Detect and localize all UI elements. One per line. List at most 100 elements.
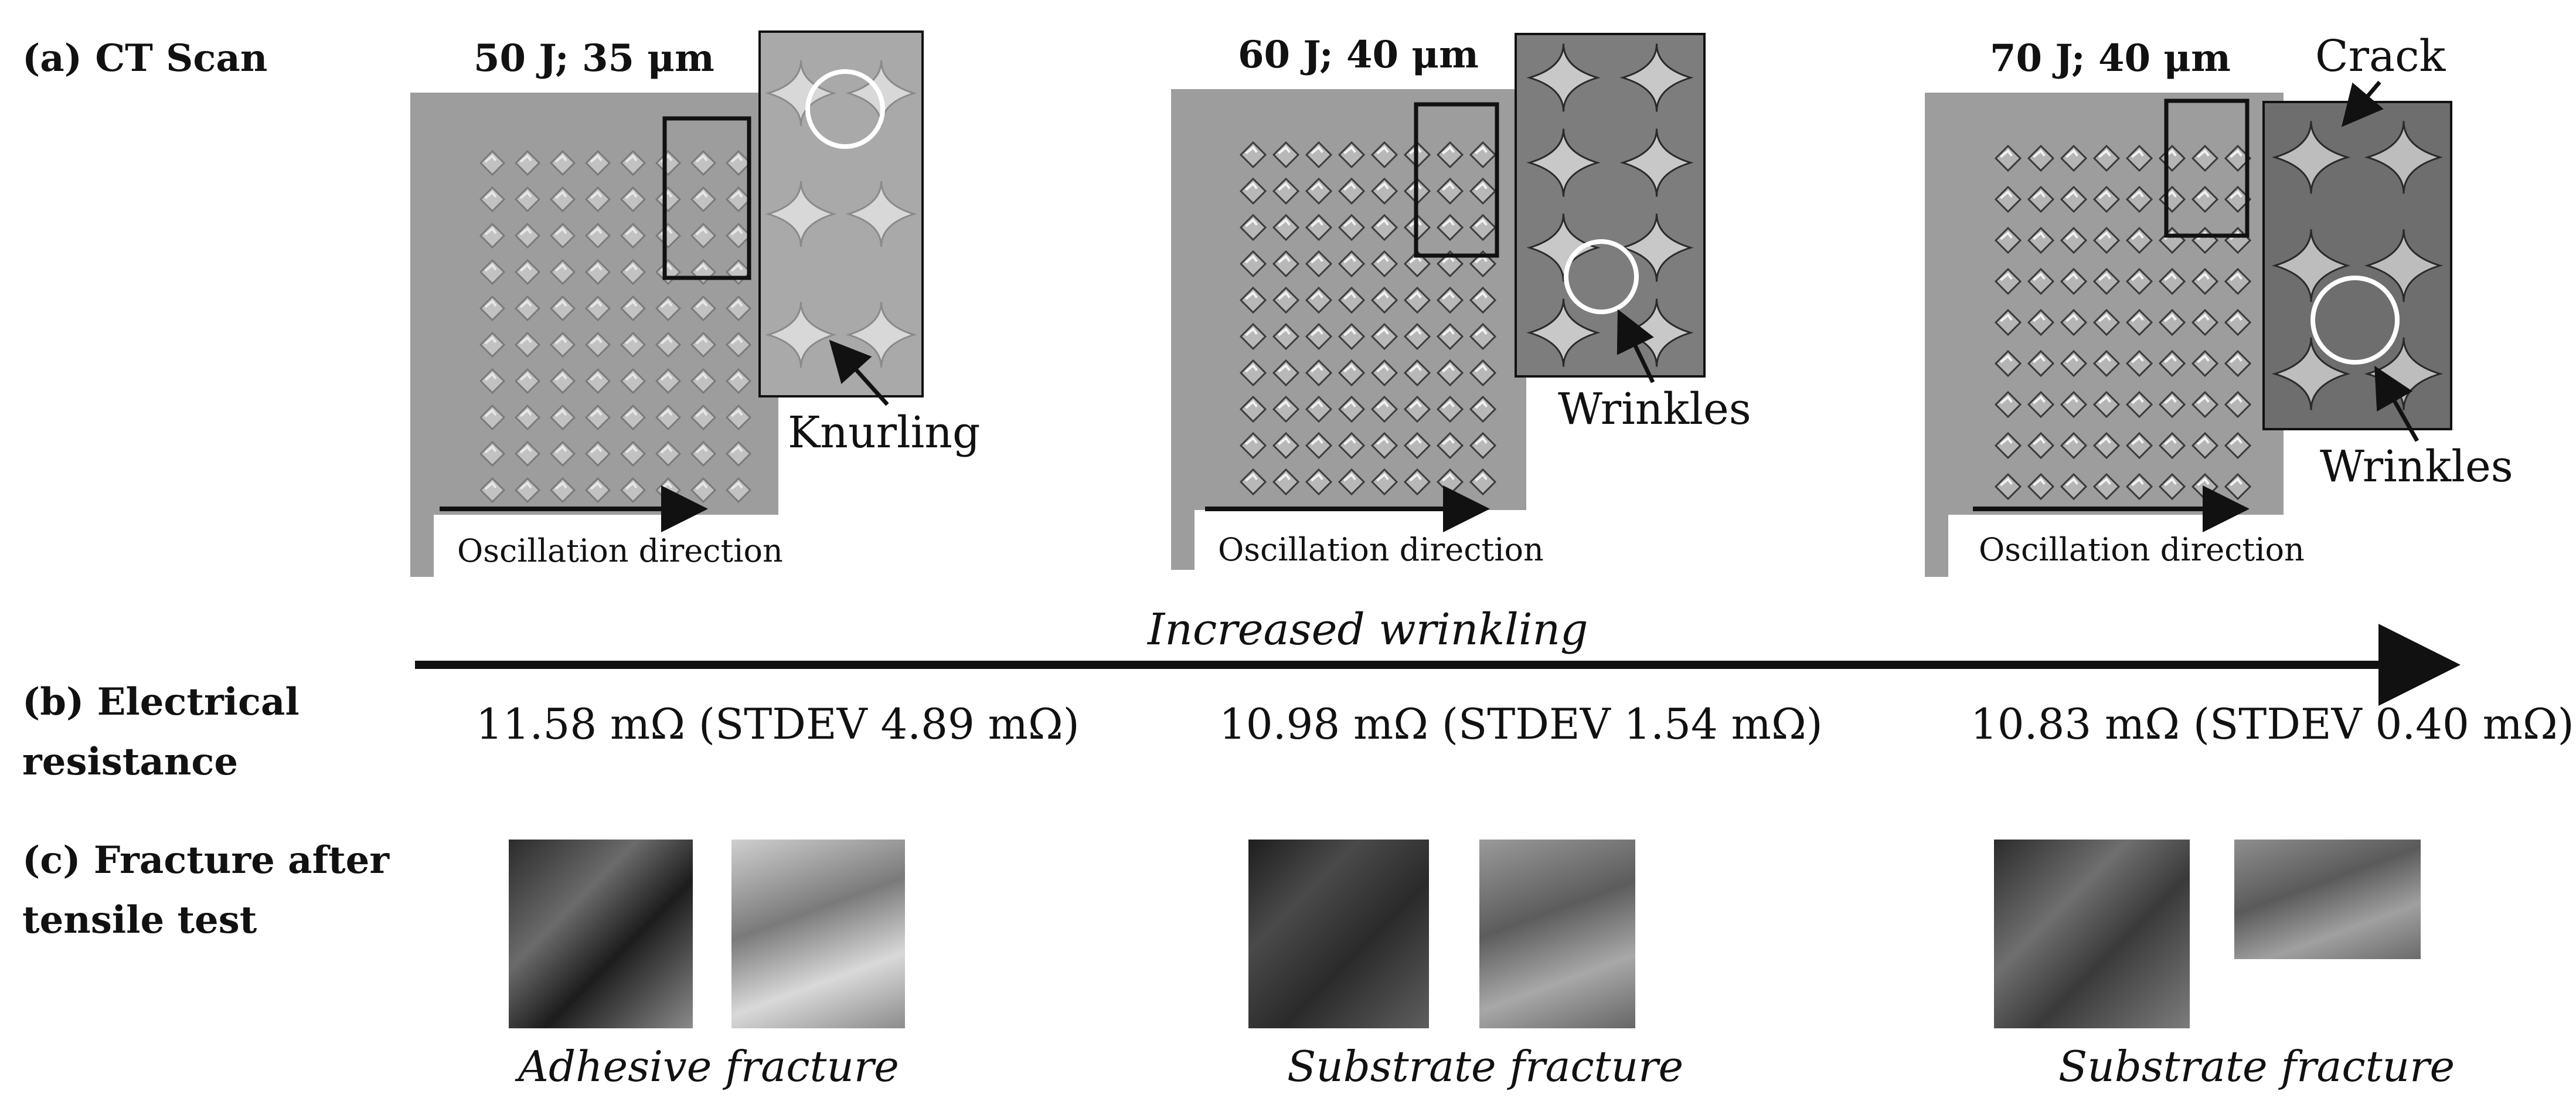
knurl-mark <box>1370 213 1398 242</box>
knurl-mark <box>1436 213 1464 242</box>
knurl-mark <box>549 295 576 322</box>
knurl-mark <box>584 149 611 176</box>
knurl-mark <box>655 368 682 395</box>
knurl-mark <box>479 331 506 358</box>
knurl-mark <box>549 186 576 213</box>
inset-knurl-mark <box>1526 298 1601 367</box>
inset-knurl-mark <box>2271 229 2351 303</box>
panel-3-title: 70 J; 40 μm <box>1990 36 2231 80</box>
knurling-annotation: Knurling <box>788 407 981 458</box>
knurl-mark <box>2027 473 2055 501</box>
knurl-mark <box>2060 185 2088 213</box>
knurl-mark <box>690 331 717 358</box>
knurl-mark <box>1272 468 1300 496</box>
knurl-mark <box>2125 431 2153 460</box>
knurl-mark <box>2224 308 2252 337</box>
knurl-mark <box>1338 431 1366 460</box>
knurl-mark <box>2224 185 2252 213</box>
knurl-mark <box>1272 250 1300 278</box>
knurl-mark <box>725 295 752 322</box>
oscillation-direction-label-3: Oscillation direction <box>1979 531 2305 568</box>
knurl-mark <box>2191 267 2219 295</box>
knurl-mark <box>2060 267 2088 295</box>
knurl-mark <box>479 440 506 467</box>
knurl-mark <box>1239 431 1267 460</box>
knurl-mark <box>1338 359 1366 387</box>
knurl-mark <box>1469 322 1497 351</box>
knurl-mark <box>1436 322 1464 351</box>
knurl-mark <box>620 149 646 176</box>
knurl-mark <box>1994 226 2022 254</box>
fracture-photo-2b <box>1479 840 1635 1028</box>
knurl-mark <box>2027 185 2055 213</box>
knurl-mark <box>1239 141 1267 169</box>
knurl-mark <box>2092 267 2121 295</box>
knurl-mark <box>1305 286 1333 314</box>
wrinkles-arrow-70J <box>2374 365 2420 442</box>
knurl-mark <box>1272 286 1300 314</box>
knurl-mark <box>2092 473 2121 501</box>
knurl-mark <box>584 222 611 249</box>
knurl-mark <box>2158 473 2186 501</box>
knurl-mark <box>514 404 541 431</box>
knurl-mark <box>2125 185 2153 213</box>
knurl-mark <box>2191 144 2219 172</box>
knurl-mark <box>2158 390 2186 419</box>
knurl-mark <box>1305 431 1333 460</box>
knurl-mark <box>2060 349 2088 378</box>
knurl-mark <box>584 404 611 431</box>
knurl-mark <box>514 477 541 504</box>
fracture-photo-3a <box>1994 840 2190 1028</box>
knurl-mark <box>620 186 646 213</box>
knurl-mark <box>1338 468 1366 496</box>
knurl-mark <box>1436 141 1464 169</box>
knurl-mark <box>1370 322 1398 351</box>
inset-knurl-mark <box>845 301 917 368</box>
knurl-mark <box>549 222 576 249</box>
knurl-mark <box>2060 308 2088 337</box>
knurl-mark <box>2224 267 2252 295</box>
knurl-mark <box>655 331 682 358</box>
knurl-mark <box>514 368 541 395</box>
knurl-mark <box>2125 349 2153 378</box>
knurl-mark <box>1994 308 2022 337</box>
knurl-mark <box>655 404 682 431</box>
knurl-mark <box>1305 213 1333 242</box>
knurl-mark <box>2027 390 2055 419</box>
knurl-mark <box>690 368 717 395</box>
knurl-mark <box>2224 349 2252 378</box>
fracture-photo-1b <box>731 840 905 1028</box>
knurl-mark <box>514 440 541 467</box>
inset-texture <box>1526 43 1694 367</box>
knurl-mark <box>1469 359 1497 387</box>
knurl-mark <box>549 331 576 358</box>
knurl-mark <box>1469 395 1497 423</box>
knurl-mark <box>2027 226 2055 254</box>
row-label-tensile-test: tensile test <box>22 898 257 942</box>
inset-knurl-mark <box>2364 229 2444 303</box>
knurl-mark <box>549 259 576 286</box>
knurl-mark <box>549 440 576 467</box>
wrinkles-zoom-inset-70J <box>2262 101 2452 430</box>
knurl-mark <box>1272 359 1300 387</box>
knurl-mark <box>1469 286 1497 314</box>
knurl-mark <box>1436 177 1464 205</box>
knurl-mark <box>1436 431 1464 460</box>
knurl-mark <box>1338 322 1366 351</box>
knurl-mark <box>690 295 717 322</box>
fracture-type-1: Adhesive fracture <box>518 1042 899 1091</box>
knurl-mark <box>1305 177 1333 205</box>
row-label-fracture: (c) Fracture after <box>22 838 390 882</box>
inset-knurl-mark <box>765 181 837 247</box>
resistance-value-1: 11.58 mΩ (STDEV 4.89 mΩ) <box>476 699 1080 749</box>
knurl-mark <box>1403 395 1431 423</box>
knurl-mark <box>2060 226 2088 254</box>
knurl-mark <box>1239 250 1267 278</box>
panel-2-title: 60 J; 40 μm <box>1238 33 1479 77</box>
knurl-mark <box>1338 177 1366 205</box>
knurl-mark <box>514 295 541 322</box>
knurl-mark <box>1305 322 1333 351</box>
knurl-mark <box>1403 286 1431 314</box>
knurl-mark <box>690 149 717 176</box>
knurl-mark <box>2027 144 2055 172</box>
